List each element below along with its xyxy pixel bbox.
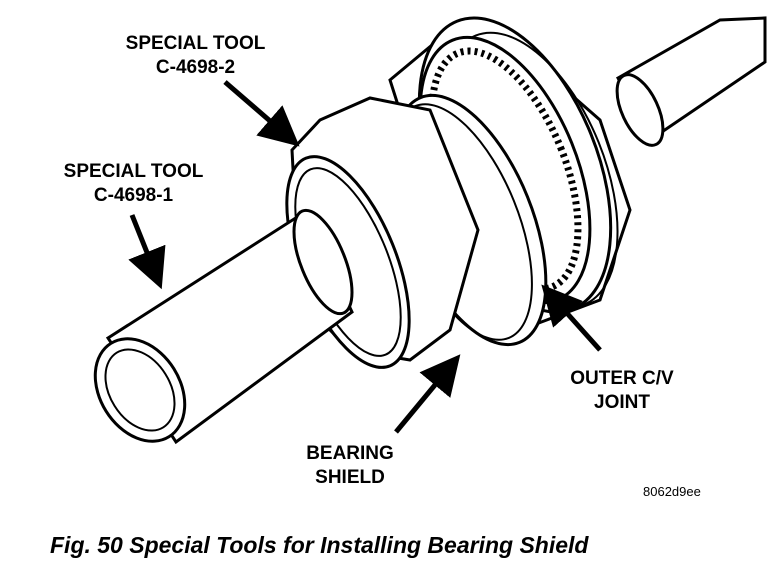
special-tool-c-4698-1 [93,208,354,445]
label-line: BEARING [306,443,394,464]
label-line: C-4698-2 [155,57,236,78]
label-line: JOINT [594,392,650,413]
label-line: SHIELD [315,467,385,488]
arrow-outer-cv-joint [541,284,602,352]
figure-reference-code: 8062d9ee [643,484,701,499]
axle-shaft [615,16,767,147]
label-line: SPECIAL TOOL [125,33,266,54]
figure-caption: Fig. 50 Special Tools for Installing Bea… [50,532,589,558]
label-line: OUTER C/V [570,368,674,389]
label-line: C-4698-1 [93,185,174,206]
label-special-tool-c-4698-2: SPECIAL TOOL C-4698-2 [108,32,283,80]
arrow-tool-c-4698-2 [223,80,300,147]
label-outer-cv-joint: OUTER C/V JOINT [552,367,692,415]
label-bearing-shield: BEARING SHIELD [290,442,410,490]
label-special-tool-c-4698-1: SPECIAL TOOL C-4698-1 [46,160,221,208]
arrow-tool-c-4698-1 [128,214,166,290]
label-line: SPECIAL TOOL [63,161,204,182]
arrow-bearing-shield [394,354,461,434]
